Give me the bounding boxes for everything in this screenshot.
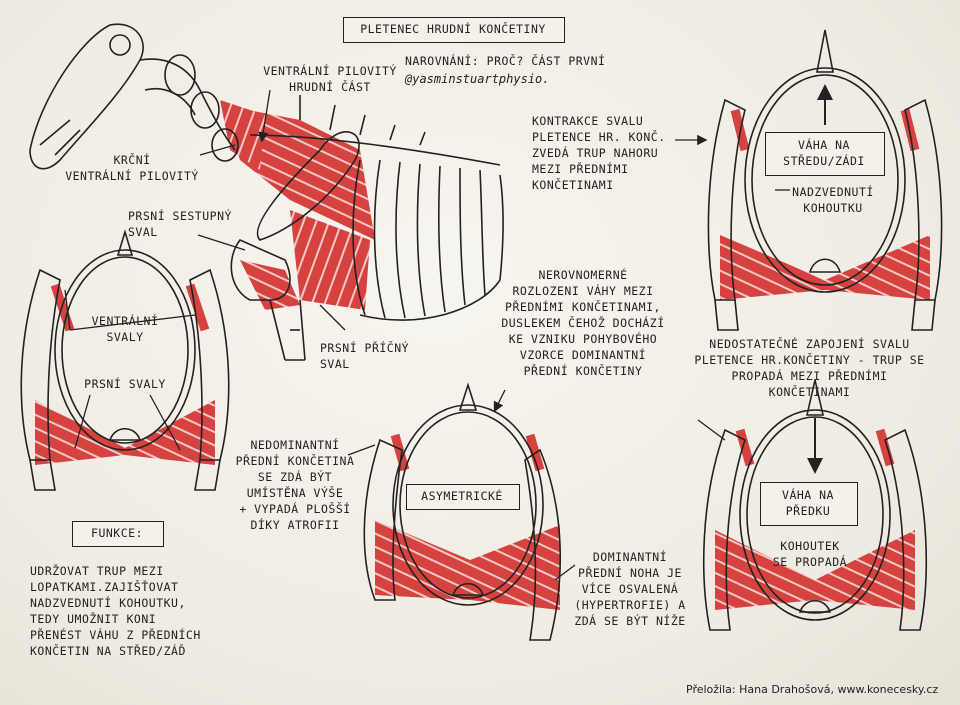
serratus-cervical-muscle (220, 100, 265, 170)
author-handle: @yasminstuartphysio. (405, 72, 550, 86)
label-dominant: DOMINANTNÍ PŘEDNÍ NOHA JE VÍCE OSVALENÁ … (574, 550, 686, 628)
label-withers-raise: NADZVEDNUTÍ KOHOUTKU (792, 185, 874, 215)
label-pectoral-muscles: PRSNÍ SVALY (84, 377, 166, 391)
scapula (256, 131, 360, 241)
label-ventral-cervical: KRČNÍ VENTRÁLNÍ PILOVITÝ (65, 153, 199, 183)
label-ventral-thoracic: VENTRÁLNÍ PILOVITÝ HRUDNÍ ČÁST (263, 64, 397, 94)
skull (29, 23, 144, 170)
pectoral-muscle-left (35, 400, 215, 465)
label-asymmetric: ASYMETRICKÉ (421, 489, 503, 503)
front-view-weight-front (702, 379, 928, 631)
asymmetric-box (406, 484, 520, 510)
label-uneven-weight: NEROVNOMERNÉ ROZLOZENI VÁHY MEZI PŘEDNÍM… (501, 268, 665, 378)
label-weight-front: VÁHA NA PŘEDKU (782, 488, 834, 518)
label-withers-drop: KOHOUTEK SE PROPADÁ (772, 539, 848, 569)
credit: Přeložila: Hana Drahošová, www.konecesky… (686, 683, 939, 696)
weight-front-box (760, 482, 858, 526)
page-title: PLETENEC HRUDNÍ KONČETINY (360, 22, 546, 36)
front-view-asymmetric (363, 382, 561, 641)
pectoral-descending-muscle (240, 260, 300, 310)
front-view-weight-back (707, 29, 943, 331)
label-pectoral-transverse: PRSNÍ PŘÍČNÝ SVAL (320, 341, 410, 371)
label-contraction: KONTRAKCE SVALU PLETENCE HR. KONČ. ZVEDÁ… (532, 114, 666, 192)
pectoral-muscle-back (720, 235, 930, 300)
function-title-box (72, 521, 164, 547)
front-view-left (20, 229, 230, 491)
weight-back-box (765, 132, 885, 176)
label-weight-back: VÁHA NA STŘEDU/ZÁDI (783, 138, 865, 168)
title-box (343, 17, 565, 43)
ribcage (352, 159, 504, 321)
label-insufficient: NEDOSTATEČNÉ ZAPOJENÍ SVALU PLETENCE HR.… (694, 337, 925, 399)
function-text: UDRŽOVAT TRUP MEZI LOPATKAMI.ZAJIŠŤOVAT … (30, 564, 201, 658)
pointer-lines (64, 89, 790, 581)
label-pectoral-descending: PRSNÍ SESTUPNÝ SVAL (128, 209, 232, 239)
pectoral-muscle-asym (375, 520, 560, 610)
function-title: FUNKCE: (91, 526, 143, 540)
pectoral-transverse-muscle (290, 210, 370, 310)
label-nondominant: NEDOMINANTNÍ PŘEDNÍ KONČETINA SE ZDÁ BÝT… (235, 438, 355, 532)
pectoral-muscle-front (715, 530, 915, 610)
subtitle: NAROVNÁNÍ: PROČ? ČÁST PRVNÍ (405, 54, 606, 68)
label-ventral-muscles: VENTRÁLNÍ SVALY (91, 314, 159, 344)
